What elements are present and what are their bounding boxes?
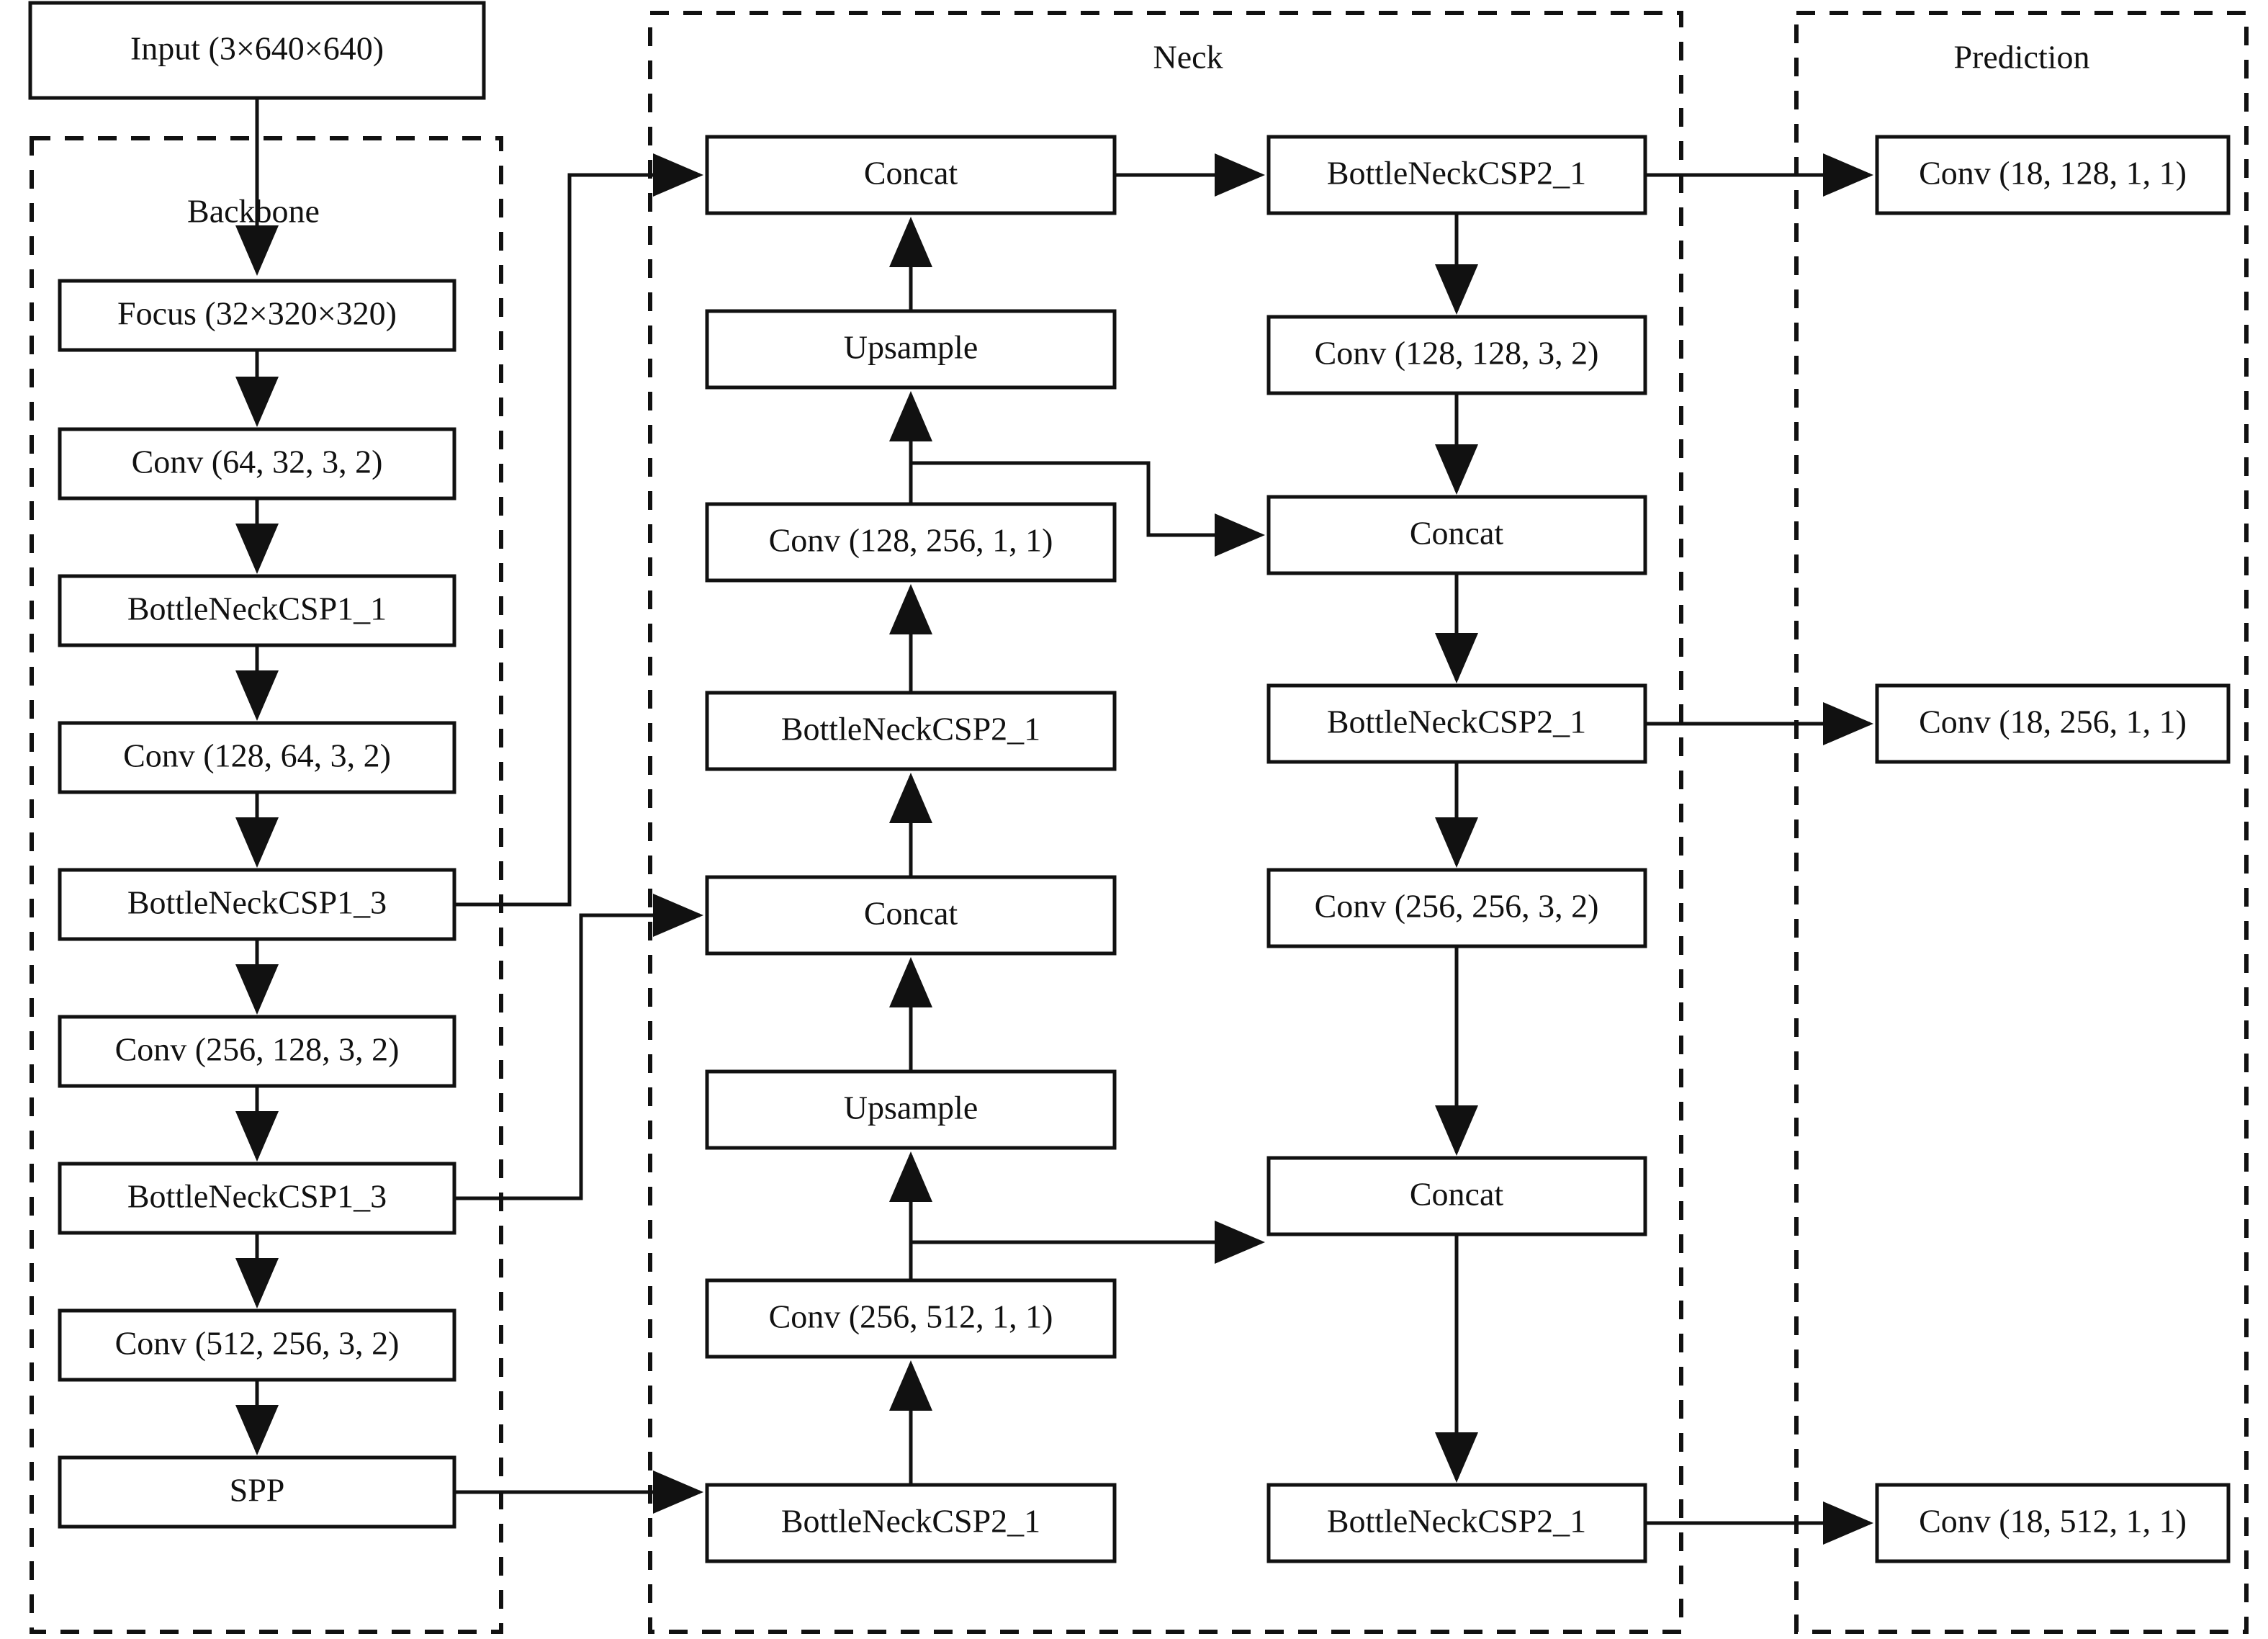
node-b2[interactable] — [58, 427, 456, 500]
node-b9-label: SPP — [230, 1472, 285, 1509]
node-b1-label: Focus (32×320×320) — [117, 295, 397, 332]
group-label-backbone: Backbone — [187, 193, 320, 230]
node-n3-label: Conv (128, 256, 1, 1) — [769, 522, 1053, 559]
node-b8-label: Conv (512, 256, 3, 2) — [115, 1325, 400, 1362]
node-b9[interactable] — [58, 1455, 456, 1529]
node-m6-label: Concat — [1410, 1176, 1504, 1213]
node-b7[interactable] — [58, 1162, 456, 1235]
node-b6[interactable] — [58, 1015, 456, 1088]
node-p3[interactable] — [1875, 1483, 2231, 1563]
node-p2[interactable] — [1875, 683, 2231, 764]
node-p2-label: Conv (18, 256, 1, 1) — [1919, 704, 2187, 740]
node-b8[interactable] — [58, 1308, 456, 1382]
node-n3[interactable] — [705, 502, 1117, 583]
node-m5[interactable] — [1266, 868, 1647, 948]
group-label-prediction: Prediction — [1953, 39, 2089, 76]
node-b6-label: Conv (256, 128, 3, 2) — [115, 1031, 400, 1068]
node-m4-label: BottleNeckCSP2_1 — [1327, 704, 1586, 740]
node-n6-label: Upsample — [844, 1090, 978, 1126]
node-n7[interactable] — [705, 1278, 1117, 1359]
node-m6[interactable] — [1266, 1156, 1647, 1236]
node-b7-label: BottleNeckCSP1_3 — [127, 1178, 387, 1215]
node-m2-label: Conv (128, 128, 3, 2) — [1315, 335, 1599, 372]
edge-b5-to-n1-concat — [454, 153, 703, 907]
node-b2-label: Conv (64, 32, 3, 2) — [132, 444, 383, 480]
node-m1-label: BottleNeckCSP2_1 — [1327, 155, 1586, 192]
node-m7[interactable] — [1266, 1483, 1647, 1563]
node-p3-label: Conv (18, 512, 1, 1) — [1919, 1503, 2187, 1540]
node-n4[interactable] — [705, 691, 1117, 771]
group-neck — [648, 11, 1683, 1634]
node-m3-label: Concat — [1410, 515, 1504, 552]
node-n8[interactable] — [705, 1483, 1117, 1563]
group-prediction — [1794, 11, 2249, 1634]
node-n5-label: Concat — [864, 895, 958, 932]
node-n2-label: Upsample — [844, 329, 978, 366]
node-n1[interactable] — [705, 135, 1117, 215]
node-b4-label: Conv (128, 64, 3, 2) — [123, 737, 391, 774]
node-b3-label: BottleNeckCSP1_1 — [127, 591, 387, 627]
node-n5[interactable] — [705, 875, 1117, 956]
edge-b7-to-n5-concat — [454, 894, 703, 1200]
node-input[interactable] — [28, 1, 486, 100]
node-n1-label: Concat — [864, 155, 958, 192]
group-backbone — [30, 136, 503, 1634]
edge-n3-branch-to-m3-concat — [911, 461, 1265, 557]
node-p1[interactable] — [1875, 135, 2231, 215]
node-m5-label: Conv (256, 256, 3, 2) — [1315, 888, 1599, 925]
node-b5-label: BottleNeckCSP1_3 — [127, 884, 387, 921]
group-label-neck: Neck — [1153, 39, 1223, 76]
node-input-label: Input (3×640×640) — [130, 30, 384, 67]
node-n6[interactable] — [705, 1069, 1117, 1150]
node-m7-label: BottleNeckCSP2_1 — [1327, 1503, 1586, 1540]
node-p1-label: Conv (18, 128, 1, 1) — [1919, 155, 2187, 192]
node-n4-label: BottleNeckCSP2_1 — [781, 711, 1040, 747]
node-n7-label: Conv (256, 512, 1, 1) — [769, 1298, 1053, 1335]
node-n8-label: BottleNeckCSP2_1 — [781, 1503, 1040, 1540]
node-b3[interactable] — [58, 574, 456, 647]
node-m3[interactable] — [1266, 495, 1647, 575]
node-b5[interactable] — [58, 868, 456, 941]
